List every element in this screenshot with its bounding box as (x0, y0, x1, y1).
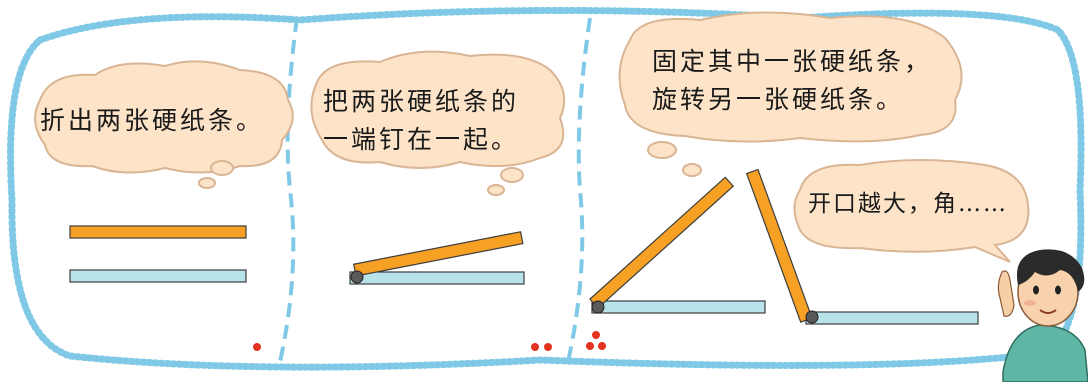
panel-3-caption: 固定其中一张硬纸条， 旋转另一张硬纸条。 (652, 43, 932, 119)
strip-orange-2 (353, 231, 524, 277)
panel-2-line-1: 把两张硬纸条的 (323, 87, 520, 116)
step-dots-3 (586, 331, 606, 350)
panel-2-line-2: 一端钉在一起。 (323, 125, 520, 154)
strip-blue-2 (349, 271, 525, 285)
panel-divider-1 (278, 17, 299, 363)
panel-3-line-2: 旋转另一张硬纸条。 (652, 85, 905, 114)
thought-bubble-1 (34, 60, 294, 189)
thought-bubble-3 (618, 11, 963, 177)
panel-2-caption: 把两张硬纸条的 一端钉在一起。 (323, 83, 519, 159)
strip-blue-3b (805, 311, 979, 325)
boy-character (997, 249, 1088, 382)
strip-blue-3a (591, 300, 766, 314)
thought-bubble-2 (310, 50, 566, 196)
pin-2 (350, 270, 364, 284)
step-dots-2 (531, 343, 552, 351)
strip-orange-3a (589, 176, 735, 309)
strip-blue-1 (69, 269, 247, 283)
panel-1-line-1: 折出两张硬纸条。 (40, 106, 265, 135)
panel-1-caption: 折出两张硬纸条。 (40, 102, 264, 140)
character-speech: 开口越大，角…… (808, 185, 1008, 223)
panel-3-line-1: 固定其中一张硬纸条， (652, 47, 933, 76)
pin-3a (591, 300, 605, 314)
step-dot-1 (253, 343, 261, 351)
panel-divider-2 (566, 17, 592, 363)
character-speech-text: 开口越大，角…… (808, 191, 1008, 217)
strip-orange-1 (69, 225, 247, 239)
pin-3b (805, 310, 819, 324)
speech-bubble (793, 159, 1030, 263)
